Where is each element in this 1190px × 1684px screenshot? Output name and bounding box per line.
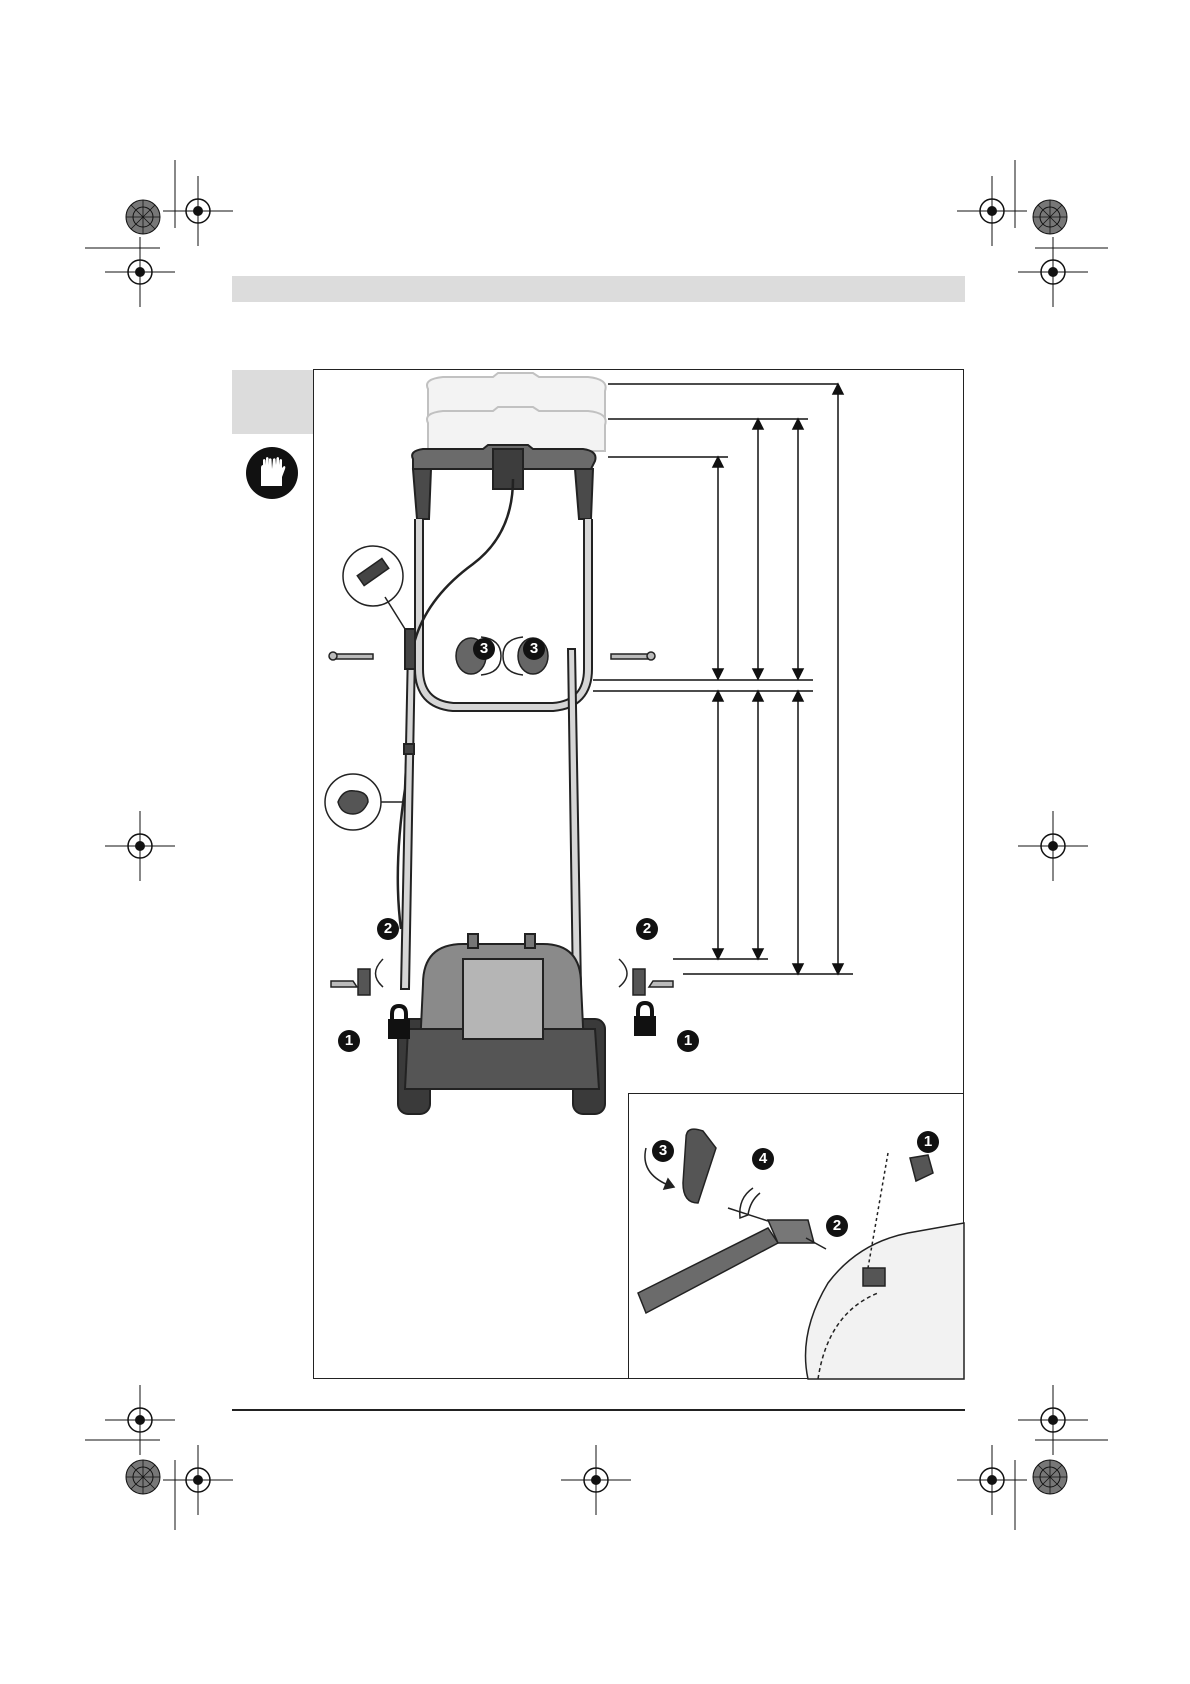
callout-step-1: 1 <box>338 1030 360 1052</box>
inset-detail-diagram <box>628 1093 964 1379</box>
callout-step-2: 2 <box>636 918 658 940</box>
inset-callout-step-4: 4 <box>752 1148 774 1170</box>
cable-clip-detail <box>325 774 403 830</box>
figure-tab <box>232 370 314 434</box>
registration-mark-icon <box>561 1445 631 1515</box>
cable-connector-detail <box>343 546 405 629</box>
dimension-lines <box>593 384 853 974</box>
knob-left-side <box>331 959 383 995</box>
registration-mark-icon <box>163 176 233 246</box>
color-target-icon <box>126 200 160 234</box>
callout-step-2: 2 <box>377 918 399 940</box>
handle-high-position <box>427 373 606 451</box>
gloves-icon <box>245 446 299 500</box>
registration-mark-icon <box>1018 1385 1088 1455</box>
lower-handles <box>401 629 581 989</box>
color-target-icon <box>1033 1460 1067 1494</box>
padlock-icon <box>634 1001 656 1036</box>
registration-mark-icon <box>163 1445 233 1515</box>
callout-step-1: 1 <box>677 1030 699 1052</box>
inset-callout-step-1: 1 <box>917 1131 939 1153</box>
footer-rule <box>232 1409 965 1411</box>
registration-mark-icon <box>1018 811 1088 881</box>
registration-mark-icon <box>105 1385 175 1455</box>
header-bar <box>232 276 965 302</box>
knob-right-side <box>619 959 673 995</box>
inset-callout-step-3: 3 <box>652 1140 674 1162</box>
registration-mark-icon <box>957 176 1027 246</box>
callout-step-3: 3 <box>473 638 495 660</box>
registration-mark-icon <box>957 1445 1027 1515</box>
padlock-icon <box>388 1004 410 1039</box>
color-target-icon <box>126 1460 160 1494</box>
inset-callout-step-2: 2 <box>826 1215 848 1237</box>
color-target-icon <box>1033 200 1067 234</box>
registration-mark-icon <box>105 811 175 881</box>
callout-step-3: 3 <box>523 638 545 660</box>
mower-body <box>398 934 605 1114</box>
